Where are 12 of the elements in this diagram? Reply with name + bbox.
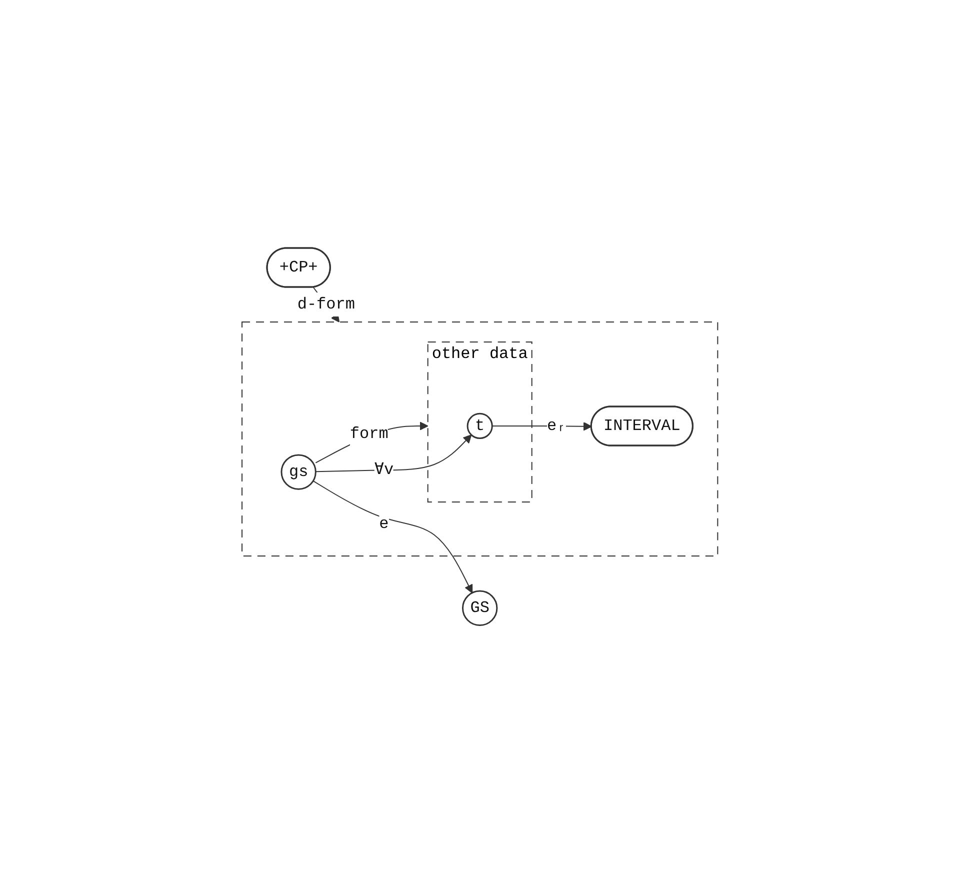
cluster: [241, 322, 718, 557]
arrow: [314, 434, 472, 472]
edge-label: ∀v: [374, 461, 394, 480]
edge-label: form: [350, 425, 388, 444]
node-circle: t: [466, 413, 493, 440]
edge-label: eᵣ: [546, 417, 566, 436]
arrow: [312, 480, 472, 594]
edge-label: e: [378, 515, 388, 534]
arrow: [314, 422, 428, 464]
edge-label: d-form: [297, 296, 355, 314]
node-circle: gs: [280, 454, 316, 490]
node-circle: GS: [462, 590, 498, 626]
